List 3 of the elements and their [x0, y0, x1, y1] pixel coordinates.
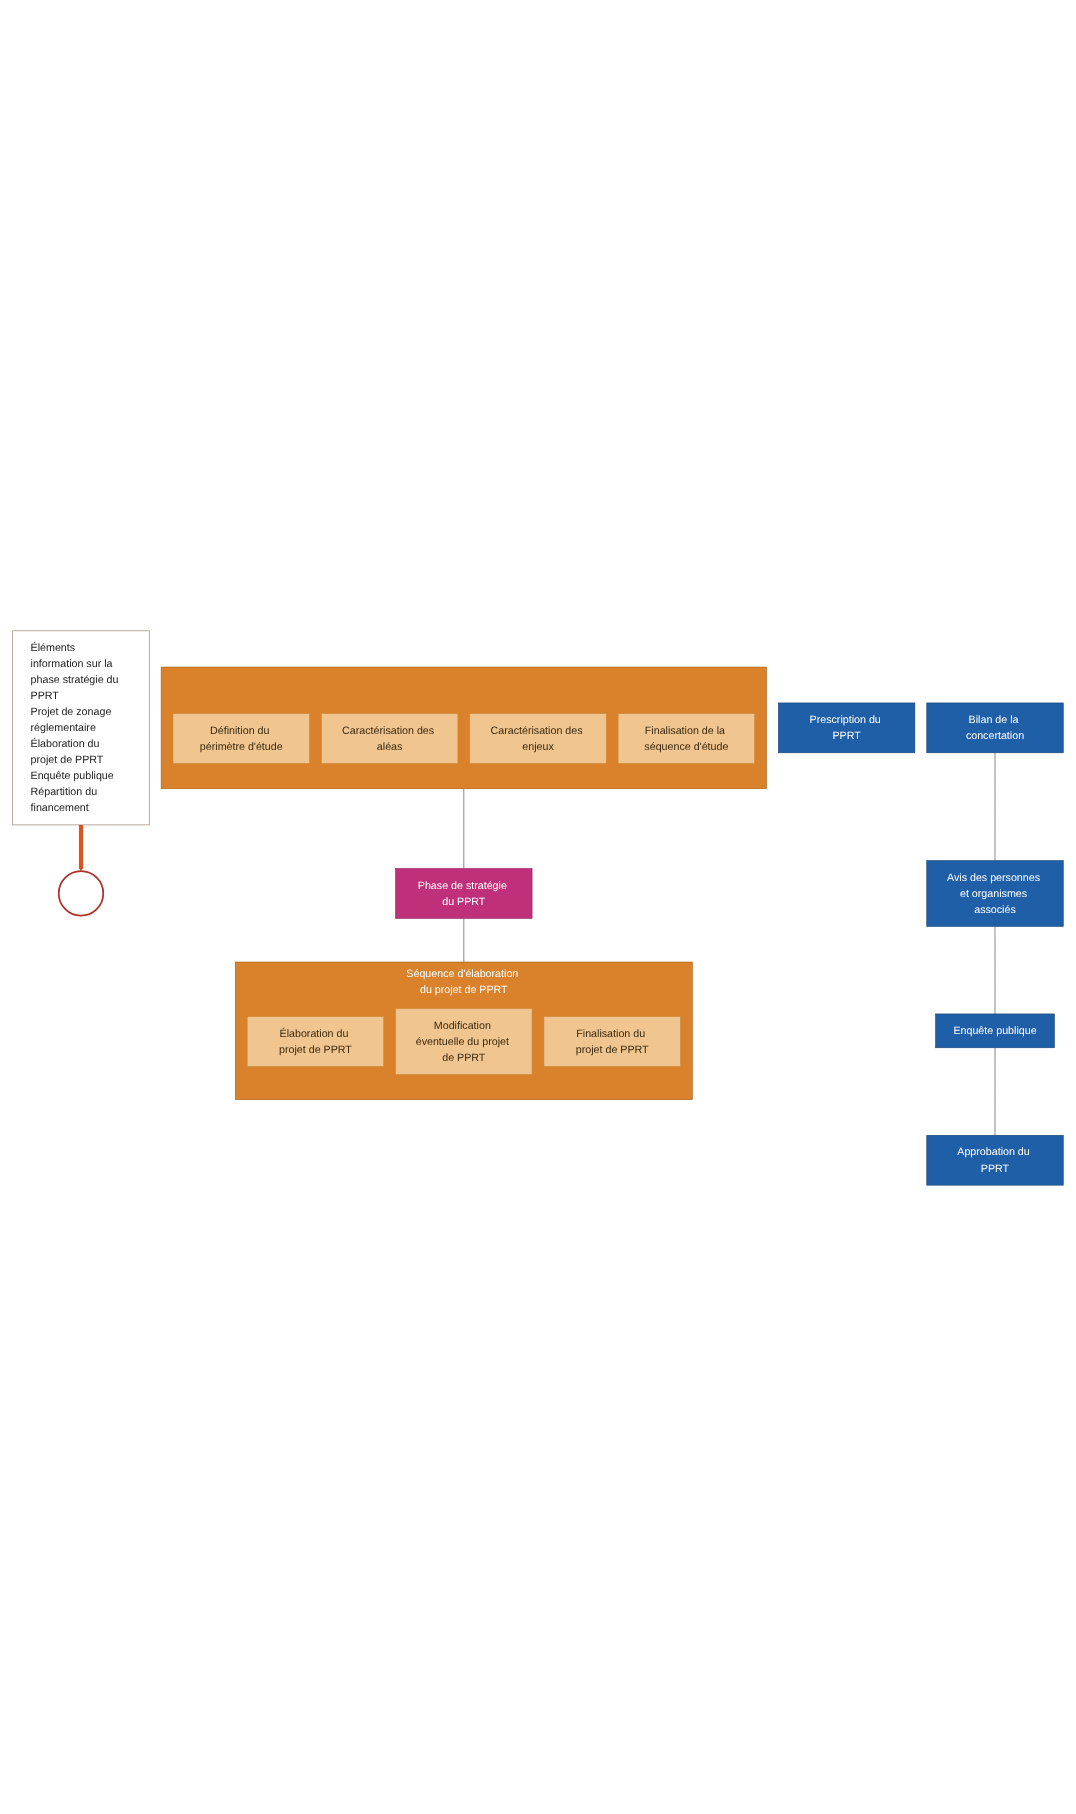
cluster [160, 665, 767, 788]
node-circle [57, 869, 105, 916]
arrow [78, 823, 84, 871]
